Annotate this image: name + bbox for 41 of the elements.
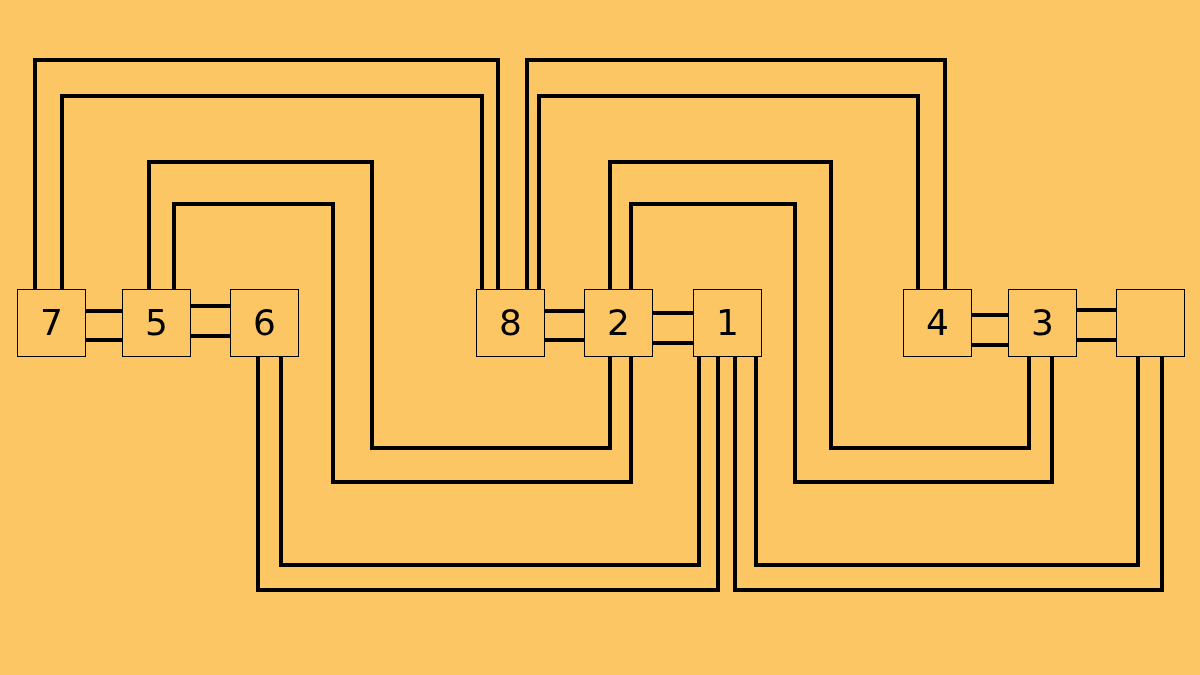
box (903, 289, 972, 357)
box-number: 8 (499, 305, 522, 341)
box-number: 3 (1031, 305, 1054, 341)
connector-line (733, 357, 1164, 592)
box-number: 6 (253, 305, 276, 341)
connector-line (191, 334, 230, 338)
box-number: 4 (926, 305, 949, 341)
connector-line (33, 58, 500, 289)
box (230, 289, 299, 357)
box (693, 289, 762, 357)
connector-line (256, 357, 720, 592)
box-number: 2 (607, 305, 630, 341)
connector-line (60, 94, 484, 289)
connector-line (525, 58, 947, 289)
connector-line (608, 160, 1031, 450)
connector-line (86, 309, 122, 313)
connector-line (537, 94, 920, 289)
connector-line (545, 338, 584, 342)
connector-line (629, 202, 1054, 484)
box-number: 1 (716, 305, 739, 341)
connector-line (147, 160, 612, 450)
box (1116, 289, 1185, 357)
box (17, 289, 86, 357)
box (476, 289, 545, 357)
box (1008, 289, 1077, 357)
connector-line (653, 341, 693, 345)
connector-line (545, 309, 584, 313)
connector-line (1077, 338, 1116, 342)
connector-line (1077, 308, 1116, 312)
connector-line (972, 343, 1008, 347)
connector-line (279, 357, 701, 567)
connector-line (653, 311, 693, 315)
connector-line (754, 357, 1140, 567)
box-number: 5 (145, 305, 168, 341)
connector-line (191, 304, 230, 308)
box (122, 289, 191, 357)
connector-line (972, 313, 1008, 317)
box-number: 7 (40, 305, 63, 341)
connector-line (86, 338, 122, 342)
connector-line (172, 202, 633, 484)
box (584, 289, 653, 357)
